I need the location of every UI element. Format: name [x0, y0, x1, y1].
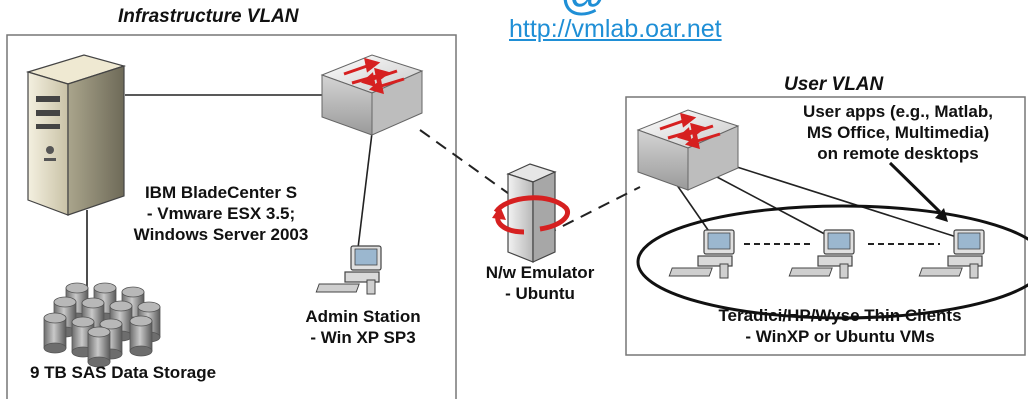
user-apps-line-3: on remote desktops — [817, 144, 979, 163]
thin-clients-line-1: Teradici/HP/Wyse Thin Clients — [718, 306, 962, 325]
user-apps-line-2: MS Office, Multimedia) — [806, 123, 990, 142]
admin-label-line-1: Admin Station — [305, 307, 421, 326]
server-icon — [25, 54, 127, 216]
vmlab-link[interactable]: http://vmlab.oar.net — [509, 15, 722, 43]
thin-clients-label: Teradici/HP/Wyse Thin Clients - WinXP or… — [690, 305, 990, 347]
emulator-label-line-1: N/w Emulator — [485, 263, 595, 282]
user-vlan-box — [625, 96, 1026, 356]
server-label-line-3: Windows Server 2003 — [133, 225, 309, 244]
thin-client-1-icon — [668, 229, 735, 279]
emulator-icon — [492, 163, 570, 263]
storage-label: 9 TB SAS Data Storage — [30, 363, 217, 382]
infra-vlan-title: Infrastructure VLAN — [118, 6, 299, 27]
emulator-label: N/w Emulator - Ubuntu — [470, 262, 610, 304]
infra-emulator-link — [419, 129, 513, 197]
infra-vlan-box — [6, 34, 457, 399]
thin-clients-line-2: - WinXP or Ubuntu VMs — [745, 327, 935, 346]
user-apps-label: User apps (e.g., Matlab, MS Office, Mult… — [770, 101, 1026, 164]
server-label-line-1: IBM BladeCenter S — [144, 183, 298, 202]
server-label-line-2: - Vmware ESX 3.5; — [146, 204, 296, 223]
user-switch-icon — [636, 108, 740, 192]
user-vlan-title: User VLAN — [784, 74, 884, 95]
switch-client3-link — [714, 159, 967, 241]
infra-switch-icon — [320, 53, 424, 137]
header-fragment: @ — [560, 0, 607, 20]
switch-client2-link — [699, 167, 837, 241]
user-apps-line-1: User apps (e.g., Matlab, — [803, 102, 993, 121]
server-label: IBM BladeCenter S - Vmware ESX 3.5; Wind… — [110, 182, 332, 245]
storage-cluster-icon — [43, 282, 161, 368]
emulator-label-line-2: - Ubuntu — [505, 284, 575, 303]
admin-station-label: Admin Station - Win XP SP3 — [288, 306, 438, 348]
admin-station-icon — [315, 245, 382, 295]
thin-client-3-icon — [918, 229, 985, 279]
thin-client-2-icon — [788, 229, 855, 279]
switch-admin-link — [357, 132, 373, 249]
emulator-user-link — [544, 186, 641, 236]
admin-label-line-2: - Win XP SP3 — [310, 328, 416, 347]
pointer-arrow-icon — [888, 161, 948, 222]
thin-client-group — [636, 204, 1028, 320]
